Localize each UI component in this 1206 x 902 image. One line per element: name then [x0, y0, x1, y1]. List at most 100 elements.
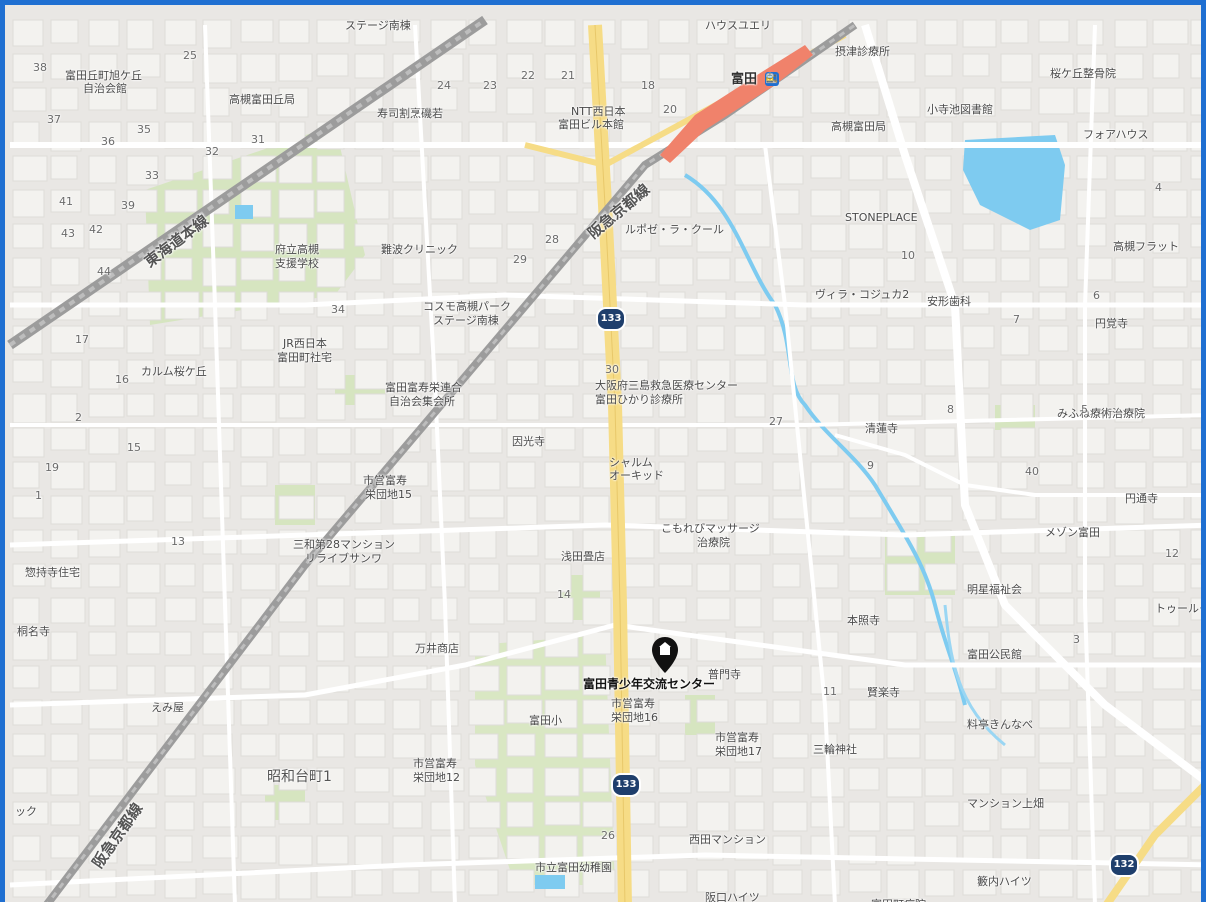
place-label-p21[interactable]: 富田富寿栄連合	[385, 381, 462, 394]
city-block	[1076, 19, 1104, 46]
place-label-p34[interactable]: 明星福祉会	[967, 583, 1022, 596]
place-label-p36[interactable]: 本照寺	[847, 614, 880, 627]
city-block	[316, 19, 350, 44]
place-label-p48[interactable]: 市営富寿	[413, 757, 457, 770]
place-label-p15[interactable]: コスモ高槻パーク	[423, 300, 511, 313]
place-label-p32[interactable]: 浅田畳店	[561, 550, 605, 563]
place-label-p44[interactable]: 市営富寿	[611, 697, 655, 710]
place-label-p18[interactable]: 円覚寺	[1095, 317, 1128, 330]
city-block	[772, 733, 809, 759]
city-block	[1038, 257, 1069, 288]
place-label-p26[interactable]: シャルム	[609, 456, 653, 469]
place-label-p39[interactable]: 富田公民館	[967, 648, 1022, 661]
route-shield-133-south[interactable]: 133	[611, 773, 641, 797]
city-block	[924, 427, 956, 457]
place-label-p26b[interactable]: オーキッド	[609, 469, 664, 482]
place-label-p4b[interactable]: 富田ビル本館	[558, 118, 624, 131]
place-label-p1[interactable]: 富田丘町旭ケ丘	[65, 69, 142, 82]
place-label-p9[interactable]: フォアハウス	[1083, 128, 1149, 141]
place-label-p49[interactable]: マンション上畑	[967, 797, 1044, 810]
place-label-p48b[interactable]: 栄団地12	[413, 771, 460, 784]
selected-place-label[interactable]: 富田青少年交流センター	[583, 677, 716, 691]
place-label-p31b[interactable]: リライブサンワ	[305, 552, 382, 565]
place-label-p10[interactable]: 府立高槻	[275, 243, 319, 256]
train-station-icon[interactable]: 🚉	[765, 72, 779, 86]
place-label-p5[interactable]: 摂津診療所	[835, 45, 890, 58]
place-label-p19[interactable]: JR西日本	[283, 337, 327, 350]
map-pin-icon[interactable]	[650, 635, 680, 675]
place-label-p52[interactable]: 阪口ハイツ	[705, 891, 760, 902]
city-block	[126, 19, 154, 50]
place-label-p45[interactable]: 料亭きんなべ	[967, 718, 1033, 731]
place-label-p16[interactable]: ヴィラ・コジュカ2	[815, 288, 910, 301]
place-label-p20[interactable]: カルム桜ケ丘	[141, 365, 207, 378]
place-label-p1b[interactable]: 自治会館	[83, 82, 127, 95]
city-block	[1000, 631, 1037, 657]
city-block	[88, 155, 117, 184]
place-label-p8[interactable]: 高槻富田局	[831, 120, 886, 133]
place-label-p24[interactable]: みふね療術治療院	[1057, 407, 1145, 420]
block-number: 19	[45, 461, 59, 474]
place-label-p40[interactable]: 普門寺	[708, 668, 741, 681]
place-label-p33[interactable]: 惣持寺住宅	[25, 566, 80, 579]
place-label-p31[interactable]: 三和第28マンション	[293, 538, 395, 551]
city-block	[506, 699, 543, 724]
city-block	[544, 325, 579, 350]
city-block	[658, 597, 687, 623]
place-label-p21b[interactable]: 自治会集会所	[389, 395, 455, 408]
place-label-p19b[interactable]: 富田町社宅	[277, 351, 332, 364]
place-label-p4[interactable]: NTT西日本	[571, 105, 626, 118]
place-label-p17[interactable]: 安形歯科	[927, 295, 971, 308]
place-label-p13[interactable]: STONEPLACE	[845, 211, 918, 224]
station-label[interactable]: 富田	[731, 72, 758, 87]
place-label-p53[interactable]: 籔内ハイツ	[977, 875, 1032, 888]
place-label-p51[interactable]: 市立富田幼稚園	[535, 861, 612, 874]
route-shield-132[interactable]: 132	[1109, 853, 1139, 877]
place-label-p42[interactable]: えみ屋	[151, 701, 184, 714]
place-label-p29b[interactable]: 治療院	[697, 536, 730, 549]
place-label-p56[interactable]: ステージ南棟	[345, 19, 411, 32]
city-block	[1190, 631, 1201, 657]
place-label-p46b[interactable]: 栄団地17	[715, 745, 762, 758]
place-label-p38[interactable]: 万井商店	[415, 642, 459, 655]
city-block	[278, 733, 314, 761]
place-label-p37[interactable]: 桐名寺	[17, 625, 50, 638]
place-label-p23[interactable]: 清蓮寺	[865, 422, 898, 435]
place-label-p54[interactable]: ック	[15, 805, 37, 818]
place-label-p22[interactable]: 大阪府三島救急医療センター	[595, 379, 738, 392]
city-block	[1152, 87, 1185, 114]
place-label-p50[interactable]: 西田マンション	[689, 833, 766, 846]
place-label-p29[interactable]: こもれびマッサージ	[661, 522, 760, 535]
place-label-p15b[interactable]: ステージ南棟	[433, 314, 499, 327]
place-label-p10b[interactable]: 支援学校	[275, 257, 319, 270]
place-label-p2[interactable]: 高槻富田丘局	[229, 93, 295, 106]
city-block	[848, 393, 880, 424]
place-label-p27[interactable]: 市営富寿	[363, 474, 407, 487]
city-block	[886, 869, 920, 900]
place-label-p12[interactable]: ルポゼ・ラ・クール	[625, 223, 724, 236]
place-label-p30[interactable]: メゾン富田	[1045, 526, 1100, 539]
place-label-p47[interactable]: 三輪神社	[813, 743, 857, 756]
place-label-p43[interactable]: 富田小	[529, 714, 562, 727]
city-block	[658, 529, 695, 554]
map-canvas[interactable]	[5, 5, 1206, 902]
place-label-p35[interactable]: トゥールモ	[1155, 602, 1206, 615]
place-label-p22b[interactable]: 富田ひかり診療所	[595, 393, 683, 406]
city-block	[354, 801, 390, 825]
place-label-p55[interactable]: ハウスユエリ	[705, 19, 771, 32]
place-label-p7[interactable]: 小寺池図書館	[927, 103, 993, 116]
place-label-p44b[interactable]: 栄団地16	[611, 711, 658, 724]
place-label-p46[interactable]: 市営富寿	[715, 731, 759, 744]
city-block	[696, 19, 729, 45]
place-label-p27b[interactable]: 栄団地15	[365, 488, 412, 501]
place-label-p41[interactable]: 賢楽寺	[867, 686, 900, 699]
place-label-p14[interactable]: 高槻フラット	[1113, 240, 1179, 253]
place-label-p11[interactable]: 難波クリニック	[381, 243, 458, 256]
place-label-p28[interactable]: 円通寺	[1125, 492, 1158, 505]
route-shield-133-north[interactable]: 133	[596, 307, 626, 331]
place-label-p3[interactable]: 寿司割烹磯若	[377, 107, 443, 120]
place-label-p25[interactable]: 因光寺	[512, 435, 545, 448]
place-label-p57[interactable]: 富田町病院	[871, 898, 926, 902]
place-label-p6[interactable]: 桜ケ丘整骨院	[1050, 67, 1116, 80]
